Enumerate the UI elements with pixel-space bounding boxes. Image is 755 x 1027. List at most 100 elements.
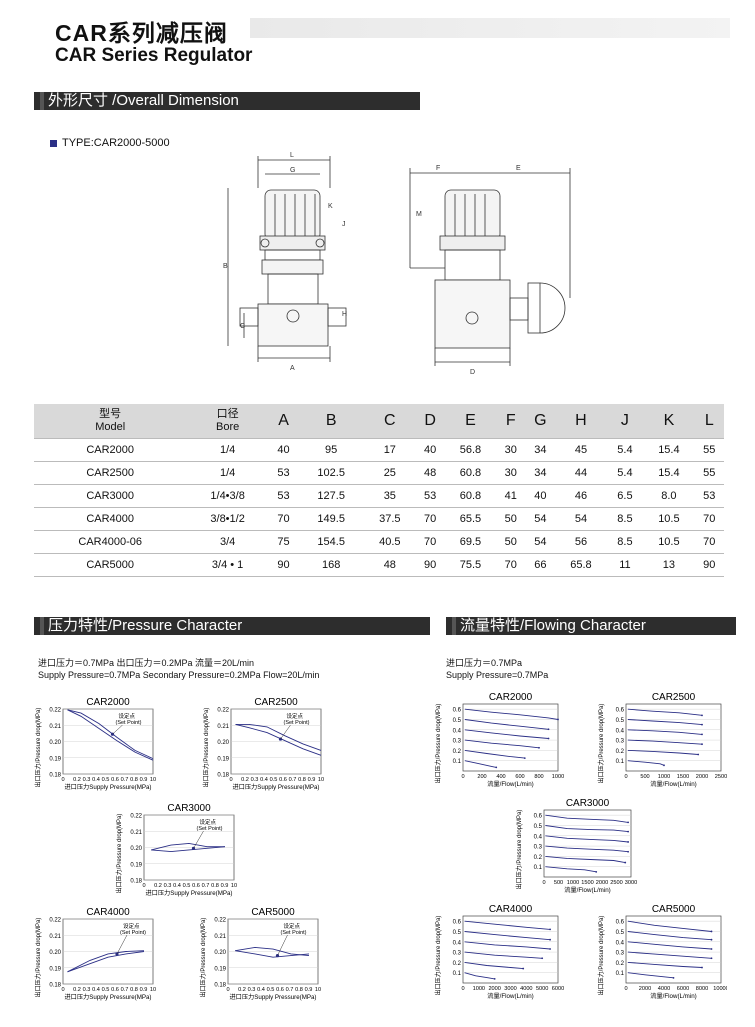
x-tick-label: 0.2 — [154, 883, 162, 889]
cell-value: 54 — [555, 507, 607, 531]
cell-value: 53 — [268, 461, 299, 485]
y-tick-label: 0.4 — [534, 834, 543, 840]
x-tick-label: 0.5 — [270, 777, 278, 783]
series-end-marker — [557, 718, 559, 721]
cell-bore: 1/4 — [186, 461, 269, 485]
x-tick-label: 0.6 — [276, 987, 284, 993]
series-line — [464, 729, 549, 739]
y-tick-label: 0.18 — [49, 983, 61, 989]
x-axis-label: 进口压力Supply Pressure(MPa) — [65, 993, 152, 1001]
x-tick-label: 0.8 — [130, 777, 138, 783]
series-line — [235, 723, 322, 751]
dim-label-B: B — [223, 263, 228, 270]
y-axis-label: 出口压力/Pressure drop(MPa) — [199, 918, 207, 998]
series-end-marker — [624, 861, 627, 864]
col-H: H — [555, 404, 607, 439]
series-line — [545, 825, 629, 833]
section-accent — [452, 617, 456, 635]
cell-value: 53 — [268, 484, 299, 508]
chart-title: CAR2000 — [86, 697, 130, 708]
x-tick-label: 1000 — [552, 774, 564, 780]
series-line — [545, 866, 597, 873]
plot-frame — [543, 809, 632, 878]
x-tick-label: 0.9 — [140, 777, 148, 783]
y-tick-label: 0.5 — [453, 930, 462, 936]
cell-value: 5.4 — [606, 461, 644, 485]
x-axis-label: 进口压力Supply Pressure(MPa) — [230, 993, 317, 1001]
x-tick-label: 4000 — [658, 986, 670, 992]
cell-value: 55 — [694, 461, 724, 485]
x-tick-label: 0.8 — [130, 987, 138, 993]
series-line — [545, 845, 629, 853]
section-title: 外形尺寸 /Overall Dimension — [48, 92, 239, 109]
col-C: C — [364, 404, 416, 439]
x-tick-label: 0.6 — [111, 987, 119, 993]
cell-value: 48 — [415, 461, 445, 485]
y-tick-label: 0.19 — [49, 756, 61, 762]
x-tick-label: 0.4 — [173, 883, 181, 889]
x-tick-label: 0.5 — [267, 987, 275, 993]
x-tick-label: 0.2 — [241, 777, 249, 783]
cell-value: 8.0 — [643, 484, 695, 508]
y-tick-label: 0.1 — [453, 971, 462, 977]
cell-value: 6.5 — [606, 484, 644, 508]
series-line — [627, 760, 665, 766]
x-tick-label: 600 — [515, 774, 524, 780]
series-end-marker — [701, 966, 703, 969]
series-end-marker — [663, 764, 665, 767]
y-tick-label: 0.5 — [616, 718, 625, 724]
y-tick-label: 0.19 — [214, 966, 226, 972]
plot-frame — [625, 915, 722, 984]
cell-model: CAR2000 — [34, 438, 187, 462]
col-J: J — [606, 404, 644, 439]
series-line — [235, 946, 310, 957]
cell-value: 154.5 — [298, 530, 365, 554]
cell-value: 11 — [606, 553, 644, 577]
series-line — [464, 760, 497, 768]
series-line — [151, 842, 225, 851]
cell-value: 127.5 — [298, 484, 365, 508]
x-tick-label: 0 — [624, 986, 627, 992]
series-line — [627, 972, 674, 979]
series-end-marker — [672, 976, 675, 979]
set-point-label-en: (Set Point) — [120, 930, 146, 936]
series-end-marker — [493, 977, 496, 980]
x-tick-label: 10000 — [713, 986, 727, 992]
series-end-marker — [549, 928, 551, 931]
flow-conditions: 进口压力＝0.7MPa Supply Pressure=0.7MPa — [446, 658, 549, 680]
chart-title: CAR2500 — [652, 692, 696, 703]
x-tick-label: 2000 — [639, 986, 651, 992]
series-line — [464, 719, 549, 730]
x-tick-label: 3000 — [625, 880, 637, 886]
page-title-en: CAR Series Regulator — [55, 45, 253, 66]
series-line — [627, 931, 712, 941]
y-axis-label: 出口压力/Pressure drop(MPa) — [597, 704, 605, 784]
series-end-marker — [538, 746, 540, 749]
dim-label-H: H — [342, 311, 347, 318]
y-tick-label: 0.1 — [534, 865, 543, 871]
cell-value: 40 — [415, 438, 445, 462]
x-tick-label: 10 — [231, 883, 237, 889]
y-tick-label: 0.6 — [616, 920, 625, 926]
x-tick-label: 10 — [150, 777, 156, 783]
y-tick-label: 0.4 — [616, 728, 625, 734]
x-tick-label: 0.2 — [73, 987, 81, 993]
chart-title: CAR5000 — [652, 904, 696, 915]
series-end-marker — [627, 830, 629, 833]
series-end-marker — [595, 870, 598, 873]
series-end-marker — [549, 948, 551, 950]
x-tick-label: 0 — [61, 987, 64, 993]
cell-value: 5.4 — [606, 438, 644, 462]
series-line — [464, 951, 543, 959]
cell-value: 56.8 — [444, 438, 497, 462]
x-tick-label: 0 — [229, 777, 232, 783]
series-line — [67, 709, 154, 761]
y-tick-label: 0.3 — [453, 739, 462, 745]
cell-value: 75 — [268, 530, 299, 554]
series-line — [464, 961, 524, 970]
series-line — [235, 723, 322, 756]
